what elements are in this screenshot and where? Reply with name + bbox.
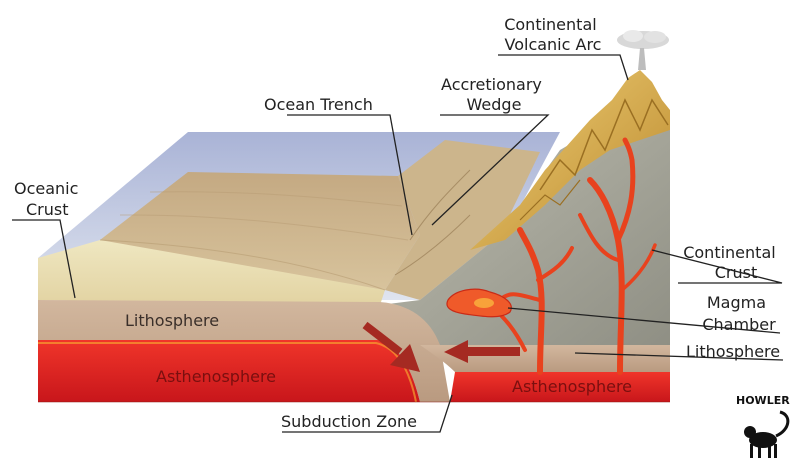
mountains-shape: [470, 70, 670, 250]
continental-crust-shape: [380, 115, 670, 345]
magma-veins: [488, 137, 657, 375]
label-magma-chamber: Magma Chamber: [702, 293, 776, 334]
label-asthenosphere-left: Asthenosphere: [156, 367, 276, 386]
asthenosphere-right-layer: [450, 372, 670, 402]
howler-logo: HOWLER: [736, 394, 790, 458]
sediment-band: [38, 240, 385, 305]
label-oceanic-crust: Oceanic Crust: [14, 179, 84, 219]
monkey-icon: [744, 410, 790, 458]
asthenosphere-left-layer: [38, 340, 420, 402]
label-lithosphere-right: Lithosphere: [686, 342, 780, 361]
plate-motion-arrow: [444, 340, 520, 363]
label-continental-crust: Continental Crust: [683, 243, 781, 282]
volcano-plume: [617, 30, 669, 70]
howler-logo-text: HOWLER: [736, 394, 790, 407]
label-ocean-trench: Ocean Trench: [264, 95, 373, 114]
subduction-arrow: [362, 321, 420, 372]
label-accretionary-wedge: Accretionary Wedge: [441, 75, 547, 114]
accretionary-wedge-shape: [385, 140, 540, 300]
label-subduction-zone: Subduction Zone: [281, 412, 417, 431]
label-lithosphere-left: Lithosphere: [125, 311, 219, 330]
label-continental-volcanic-arc: Continental Volcanic Arc: [504, 15, 602, 54]
lithosphere-left-layer: [38, 300, 450, 402]
leader-lines: [12, 54, 784, 433]
label-asthenosphere-right: Asthenosphere: [512, 377, 632, 396]
